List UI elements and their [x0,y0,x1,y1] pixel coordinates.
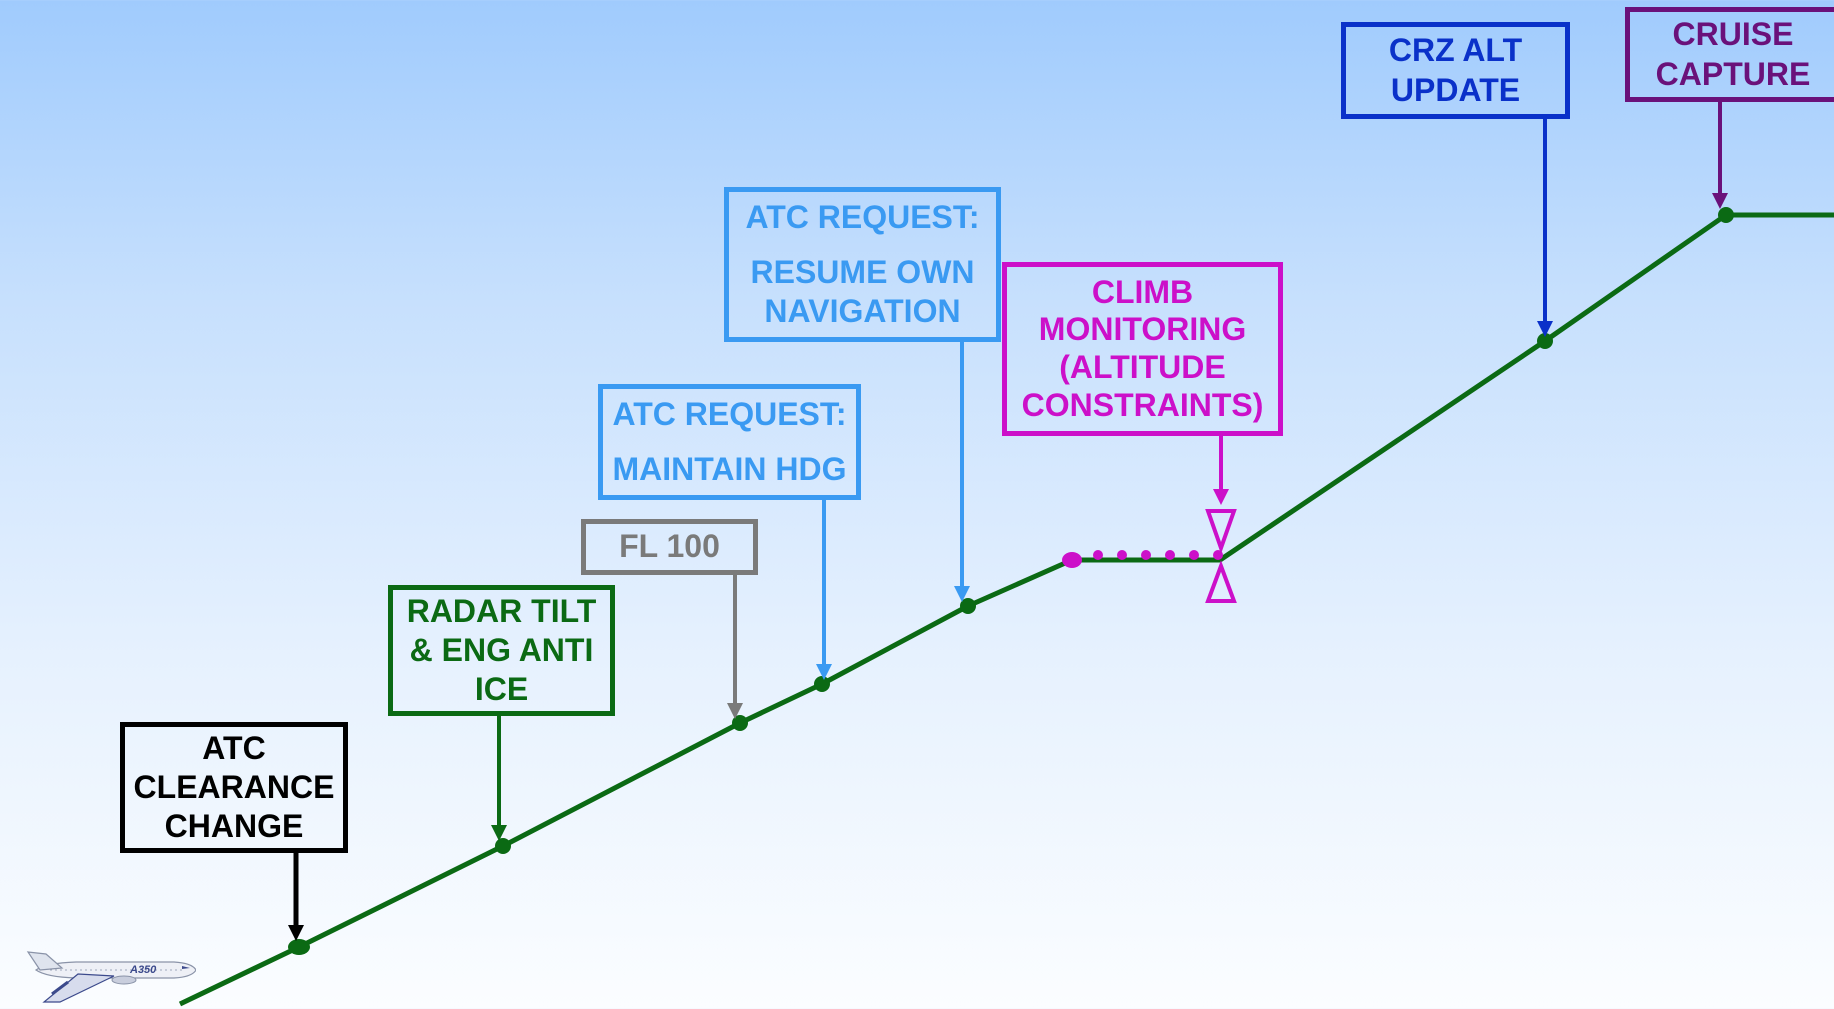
arrow-fl100 [727,575,743,719]
callout-fl100: FL 100 [581,519,758,575]
callout-header: ATC REQUEST: [612,395,847,432]
callout-radar-tilt-eng-anti-ice: RADAR TILT & ENG ANTI ICE [388,585,615,716]
callout-line: MONITORING [1038,311,1247,348]
arrow-radar-tilt [491,716,507,841]
callout-line: CRZ ALT [1388,32,1523,69]
event-point-cruise-capture [1718,207,1734,223]
arrow-atc-hdg [816,500,832,680]
callout-line: CRUISE [1672,16,1794,53]
callout-line: CAPTURE [1655,55,1811,92]
callout-line: RESUME OWN [750,253,975,290]
callout-line: CLIMB [1091,273,1194,310]
callout-line: FL 100 [619,528,720,565]
callout-cruise-capture: CRUISE CAPTURE [1625,7,1834,102]
arrow-atc-nav [954,342,970,602]
callout-line: CHANGE [164,808,304,845]
event-point-atc-hdg [814,676,830,692]
arrow-atc-clearance [288,853,304,941]
callout-line: ICE [474,671,529,708]
callout-atc-request-maintain-hdg: ATC REQUEST: MAINTAIN HDG [598,384,861,500]
callout-line: & ENG ANTI [409,631,594,668]
event-point-atc-clearance [288,939,310,955]
callout-atc-request-resume-navigation: ATC REQUEST: RESUME OWN NAVIGATION [724,187,1001,342]
event-point-atc-nav [960,598,976,614]
callout-atc-clearance-change: ATC CLEARANCE CHANGE [120,722,348,853]
callout-line: RADAR TILT [406,592,597,629]
aircraft-logo-text: A350 [129,964,157,976]
callout-line: CLEARANCE [133,768,335,805]
callout-crz-alt-update: CRZ ALT UPDATE [1341,22,1570,119]
altitude-constraint-icon [1205,509,1237,603]
flight-profile [178,207,1834,1007]
callout-line: UPDATE [1390,71,1521,108]
event-point-fl100 [732,715,748,731]
callout-line: NAVIGATION [764,293,961,330]
event-point-radar-tilt [495,838,511,854]
arrow-crz-alt [1537,119,1553,337]
callout-line: (ALTITUDE [1059,349,1226,385]
altitude-constraint-dots [1062,550,1223,568]
arrow-cruise-capture [1712,102,1728,209]
callout-line: CONSTRAINTS) [1021,386,1264,423]
callout-line: MAINTAIN HDG [612,451,847,487]
profile-event-points [288,207,1734,955]
callout-climb-monitoring: CLIMB MONITORING (ALTITUDE CONSTRAINTS) [1002,262,1283,436]
event-point-crz-alt [1537,333,1553,349]
callout-line: ATC [202,729,266,766]
aircraft-logo: A350 [26,951,196,1003]
callout-header: ATC REQUEST: [745,198,980,235]
connector-arrows [288,102,1728,941]
arrow-climb-monitoring [1213,436,1229,505]
